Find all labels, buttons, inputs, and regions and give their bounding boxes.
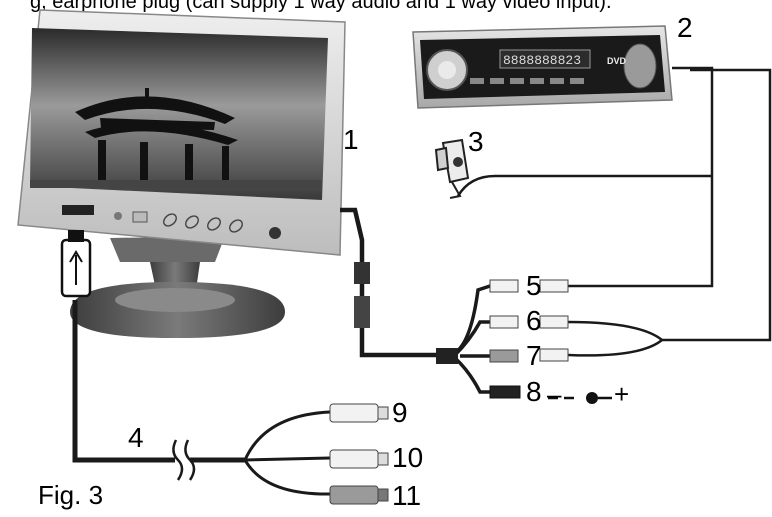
monitor-stand <box>70 236 285 338</box>
power-lead <box>548 392 612 404</box>
callout-1: 1 <box>343 124 359 155</box>
caption-top: g, earphone plug (can supply 1 way audio… <box>30 0 612 13</box>
connector-7 <box>489 348 569 363</box>
callout-2: 2 <box>677 12 693 43</box>
connector-8 <box>489 385 521 399</box>
card-slot <box>62 205 94 215</box>
connector-5 <box>489 279 569 293</box>
callout-10: 10 <box>392 442 424 473</box>
callout-7: 7 <box>526 340 542 371</box>
figure-label: Fig. 3 <box>38 480 104 510</box>
ferrite-bead <box>354 262 370 284</box>
callout-9: 9 <box>392 397 408 428</box>
pagoda-image <box>75 88 238 182</box>
av-input-plug <box>60 230 92 298</box>
connector-6 <box>489 315 569 329</box>
dvd-badge: DVD <box>607 56 627 66</box>
power-plus-symbol: + <box>614 379 630 409</box>
dvd-player: 8888888823 DVD <box>412 25 673 109</box>
molded-joint <box>354 296 370 328</box>
monitor-screen <box>30 28 328 200</box>
ir-sensor <box>269 227 281 239</box>
power-led <box>114 212 122 220</box>
dvd-display: 8888888823 <box>503 53 581 68</box>
menu-buttons <box>163 213 243 233</box>
rear-camera <box>434 138 470 199</box>
connector-11 <box>329 485 389 505</box>
callout-3: 3 <box>468 126 484 157</box>
callout-11: 11 <box>392 480 422 511</box>
cable-break-mark <box>172 439 196 481</box>
power-minus-symbol: – <box>547 379 562 409</box>
monitor-unit <box>17 9 346 256</box>
callout-5: 5 <box>526 270 542 301</box>
callout-6: 6 <box>526 305 542 336</box>
callout-4: 4 <box>128 422 144 453</box>
callout-8: 8 <box>526 376 542 407</box>
harness-split <box>436 348 458 364</box>
connector-9 <box>329 403 389 423</box>
connector-10 <box>329 449 389 469</box>
